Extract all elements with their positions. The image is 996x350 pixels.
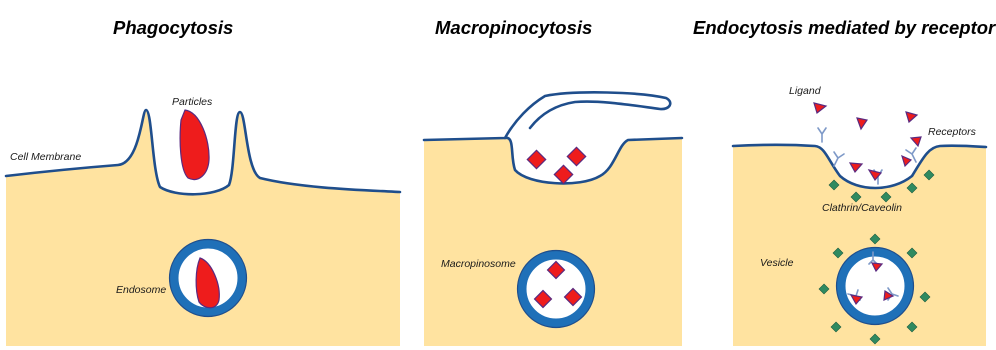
ligand-icon (814, 103, 826, 113)
panel-macropinocytosis: Macropinocytosis Macropinosome (424, 17, 682, 346)
panel-receptor-endocytosis: Endocytosis mediated by receptor Ligand … (693, 17, 996, 346)
title-receptor-endocytosis: Endocytosis mediated by receptor (693, 17, 996, 38)
label-vesicle: Vesicle (760, 257, 794, 269)
label-cell-membrane: Cell Membrane (10, 151, 81, 163)
title-phagocytosis: Phagocytosis (113, 17, 233, 38)
panel-phagocytosis: Phagocytosis Particles Cell Membrane End… (6, 17, 400, 346)
label-macropinosome: Macropinosome (441, 258, 516, 270)
receptor-icon (834, 152, 844, 166)
ligand-icon (869, 170, 881, 180)
ligand-icon (902, 156, 911, 166)
ligand-icon (906, 112, 917, 122)
ligand-icon (911, 137, 921, 146)
label-particles: Particles (172, 96, 213, 108)
endosome (170, 240, 247, 317)
title-macropinocytosis: Macropinocytosis (435, 17, 592, 38)
ligand-icon (857, 118, 867, 129)
label-ligand: Ligand (789, 85, 822, 97)
macropinosome (518, 251, 595, 328)
label-clathrin: Clathrin/Caveolin (822, 202, 902, 214)
receptor-icon (818, 128, 826, 142)
label-endosome: Endosome (116, 284, 166, 296)
label-receptors: Receptors (928, 126, 977, 138)
ligand-icon (850, 163, 862, 172)
particle (180, 110, 209, 179)
